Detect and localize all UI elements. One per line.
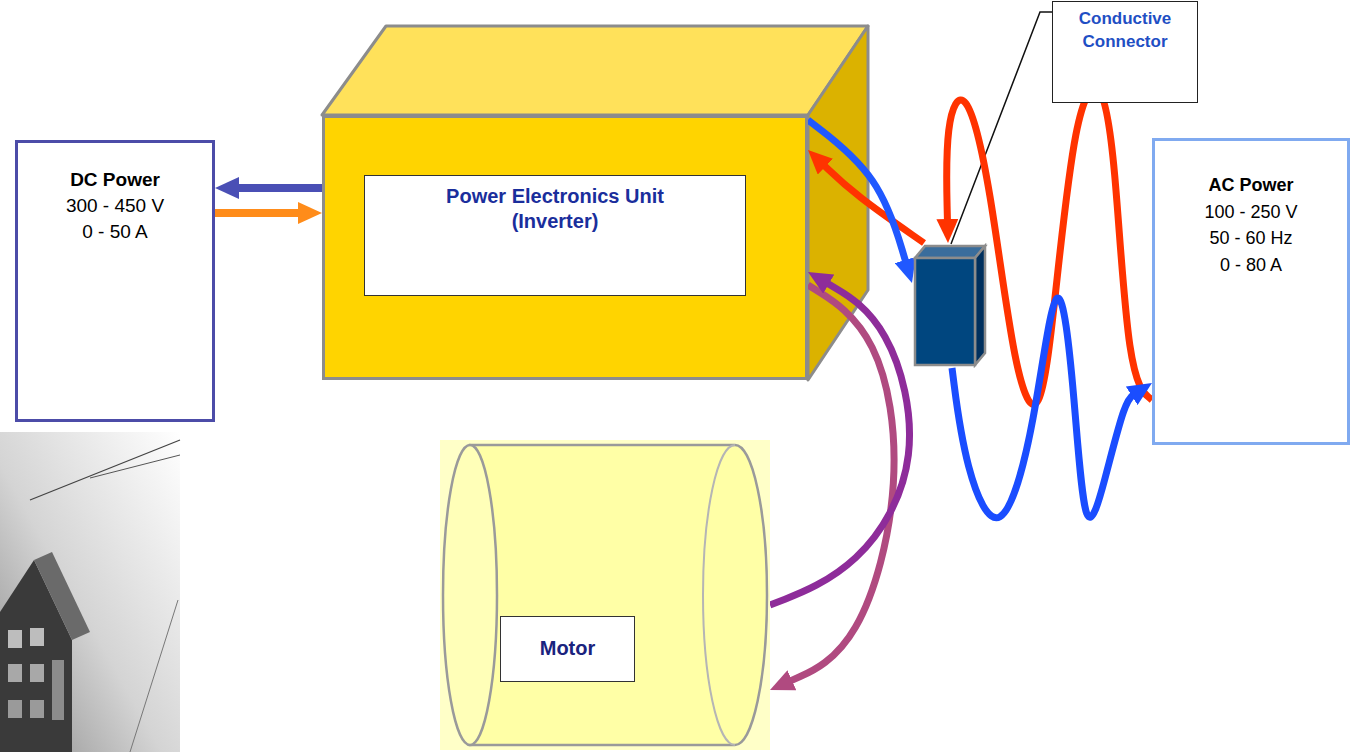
photo-background [0,432,180,752]
box-heading: AC Power [1208,172,1293,199]
photo-window [30,628,44,646]
photo-window [8,630,22,648]
photo-structure [34,552,90,640]
box-heading: DC Power [70,167,160,193]
box-label: Power Electronics Unit (Inverter) [364,175,746,296]
cylinder-end [703,445,735,745]
value-label: 300 - 450 V [66,193,164,219]
photo-window [30,700,44,718]
power-source-box: AC Power100 - 250 V50 - 60 Hz0 - 80 A [1152,138,1350,445]
photo-window [30,664,44,682]
connector-block: Conductive Connector [912,243,988,368]
flow-arrow [215,209,302,217]
value-label: 50 - 60 Hz [1209,225,1292,252]
cube-top-face [322,26,868,115]
box-label: Motor [500,616,635,682]
photo-cable [130,600,178,752]
connector-outline [912,243,988,368]
power-source-box: DC Power300 - 450 V0 - 50 A [15,140,215,422]
cylinder-outline [440,440,770,750]
connector-front [915,258,975,365]
photo-cable [30,440,180,500]
flow-arrow [235,184,322,192]
photo-window [8,700,22,718]
callout-label: Conductive Connector [1052,1,1198,103]
connector-side [975,246,985,365]
photo-window [52,660,64,720]
cylinder-face [443,445,497,745]
cylinder-body [470,445,767,745]
value-label: 100 - 250 V [1204,199,1297,226]
flow-arrow [822,164,924,243]
flow-arrow [808,120,906,264]
motor-cylinder: Motor [440,440,770,750]
photo-cable [90,455,180,478]
connector-top [915,246,985,258]
value-label: 0 - 80 A [1220,252,1282,279]
inverter-box: Power Electronics Unit (Inverter) [322,115,808,380]
value-label: 0 - 50 A [82,219,148,245]
leader-line [951,12,1052,244]
photo-window [8,664,22,682]
